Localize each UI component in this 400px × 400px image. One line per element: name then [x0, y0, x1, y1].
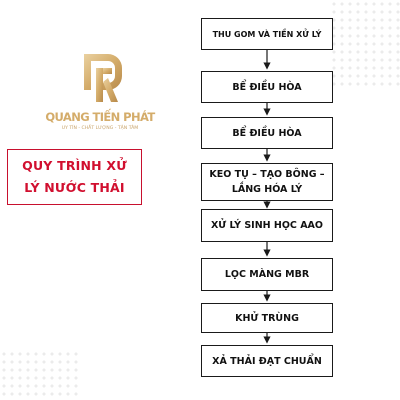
- process-title: QUY TRÌNH XỬ LÝ NƯỚC THẢI: [22, 158, 127, 195]
- flow-step-label: KEO TỤ – TẠO BÔNG – LẮNG HÓA LÝ: [209, 169, 325, 195]
- flow-step-collection: THU GOM VÀ TIỀN XỬ LÝ: [201, 18, 333, 50]
- company-logo: QUANG TIẾN PHÁT UY TÍN - CHẤT LƯỢNG - TẬ…: [44, 48, 156, 138]
- flow-step-label: KHỬ TRÙNG: [235, 312, 299, 324]
- flow-step-equalization-1: BỂ ĐIỀU HÒA: [201, 71, 333, 103]
- flow-step-label: XỬ LÝ SINH HỌC AAO: [210, 220, 323, 231]
- flow-step-coagulation: KEO TỤ – TẠO BÔNG – LẮNG HÓA LÝ: [201, 163, 333, 201]
- flow-step-aao: XỬ LÝ SINH HỌC AAO: [201, 209, 333, 242]
- flow-step-label: BỂ ĐIỀU HÒA: [232, 81, 302, 93]
- flow-step-discharge: XẢ THẢI ĐẠT CHUẨN: [201, 345, 333, 377]
- logo-mark-icon: [84, 54, 122, 102]
- flow-step-label: BỂ ĐIỀU HÒA: [232, 127, 302, 139]
- flow-step-equalization-2: BỂ ĐIỀU HÒA: [201, 117, 333, 149]
- flow-step-label: XẢ THẢI ĐẠT CHUẨN: [212, 355, 322, 367]
- flow-step-label: THU GOM VÀ TIỀN XỬ LÝ: [212, 29, 322, 39]
- logo-tagline: UY TÍN - CHẤT LƯỢNG - TẬN TÂM: [61, 126, 139, 131]
- decorative-dot-pattern-top-right: [330, 0, 400, 90]
- flow-step-disinfection: KHỬ TRÙNG: [201, 303, 333, 333]
- flow-step-mbr: LỌC MÀNG MBR: [201, 258, 333, 291]
- logo-company-name: QUANG TIẾN PHÁT: [45, 110, 155, 124]
- flow-step-label: LỌC MÀNG MBR: [224, 269, 310, 280]
- decorative-dot-pattern-bottom-left: [0, 350, 80, 400]
- process-title-box: QUY TRÌNH XỬ LÝ NƯỚC THẢI: [7, 149, 142, 205]
